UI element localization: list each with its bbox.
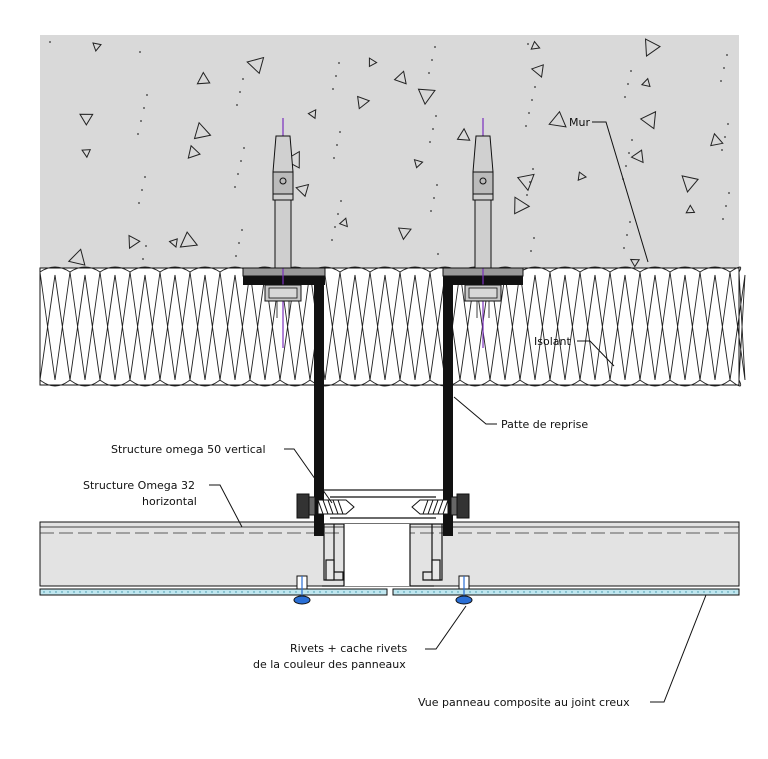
anchor-left [264, 118, 302, 348]
anchor-right [464, 118, 502, 348]
label-rivets: Rivets + cache rivets de la couleur des … [253, 605, 467, 671]
label-mur: Mur [569, 116, 649, 263]
label-omega32: Structure Omega 32 horizontal [83, 479, 243, 528]
svg-text:Structure Omega 32: Structure Omega 32 [83, 479, 195, 492]
label-isolant: Isolant [534, 335, 615, 367]
svg-text:Isolant: Isolant [534, 335, 571, 348]
label-patte: Patte de reprise [453, 396, 588, 431]
label-omega50: Structure omega 50 vertical [111, 443, 333, 504]
bolt-left [296, 493, 355, 519]
svg-text:Structure omega 50 vertical: Structure omega 50 vertical [111, 443, 266, 456]
rivet-right [455, 575, 473, 605]
svg-text:de la couleur des panneaux: de la couleur des panneaux [253, 658, 406, 671]
wall-body [40, 35, 739, 268]
wall [40, 35, 739, 268]
svg-text:Patte de reprise: Patte de reprise [501, 418, 588, 431]
insulation-hatch [39, 266, 746, 387]
panel-left [39, 588, 388, 596]
rivet-left [293, 575, 311, 605]
svg-text:Mur: Mur [569, 116, 590, 129]
insulation-body [39, 267, 740, 386]
svg-text:horizontal: horizontal [142, 495, 197, 508]
svg-text:Rivets + cache rivets: Rivets + cache rivets [290, 642, 407, 655]
label-panneau: Vue panneau composite au joint creux [418, 594, 707, 709]
insulation-layer [39, 266, 746, 387]
bolt-right [411, 493, 470, 519]
composite-panels [39, 588, 740, 596]
svg-text:Vue panneau composite au joint: Vue panneau composite au joint creux [418, 696, 630, 709]
